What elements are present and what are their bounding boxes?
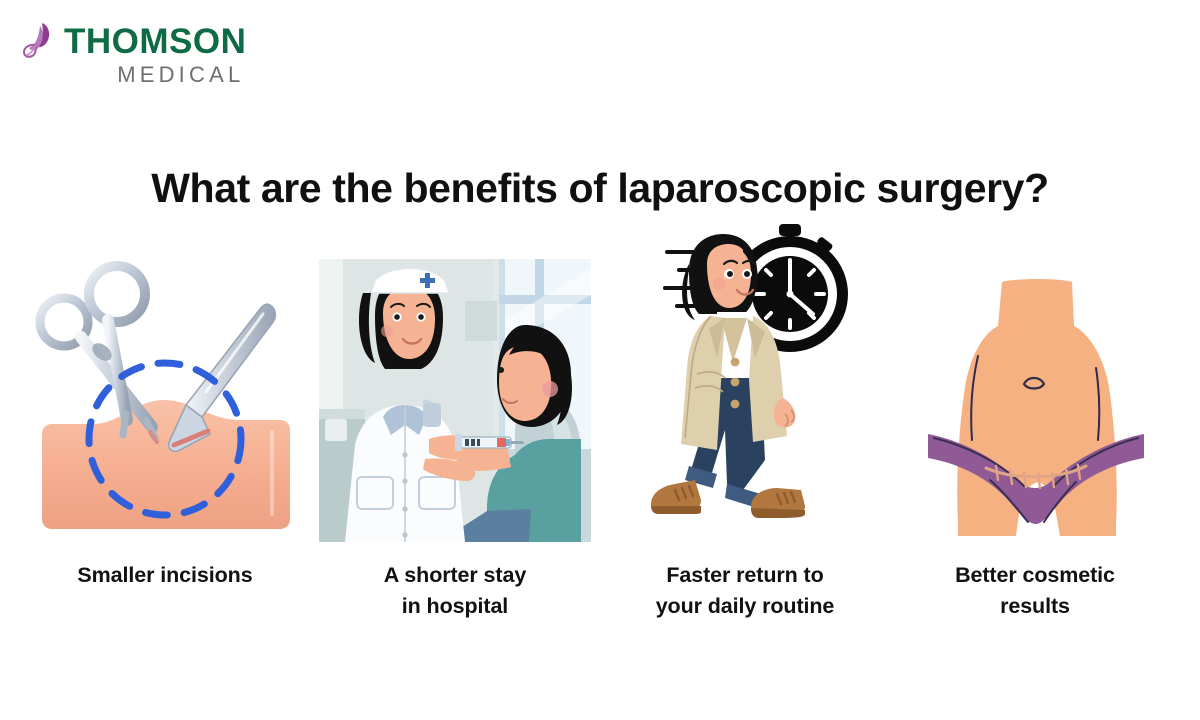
surgical-scar-icon (984, 463, 1088, 490)
butterfly-logo-icon (18, 20, 58, 66)
nurse-figure (345, 267, 484, 542)
walking-person-stopwatch-illustration (604, 222, 886, 542)
incision-highlight-circle (85, 359, 245, 519)
stopwatch-icon (732, 224, 848, 352)
benefit-caption: Better cosmetic results (955, 563, 1115, 618)
surgical-scissors-icon (35, 261, 159, 444)
benefits-row: Smaller incisions (0, 222, 1200, 692)
benefit-card-cosmetic-results: Better cosmetic results (894, 222, 1176, 621)
benefit-card-faster-return: Faster return to your daily routine (604, 222, 886, 621)
benefit-card-shorter-stay: A shorter stay in hospital (314, 222, 596, 621)
medical-cross-icon (420, 273, 435, 288)
brand-name-primary: THOMSON (64, 22, 247, 61)
syringe-icon (455, 434, 524, 451)
brand-wordmark: THOMSON MEDICAL (64, 24, 246, 86)
surgical-tools-incision-illustration (24, 222, 306, 542)
page-title: What are the benefits of laparoscopic su… (151, 165, 1049, 212)
benefit-card-smaller-incisions: Smaller incisions (24, 222, 306, 591)
benefit-caption: Smaller incisions (77, 563, 253, 587)
walking-person-figure (651, 234, 805, 518)
benefit-caption: A shorter stay in hospital (383, 563, 527, 618)
abdomen-scar-illustration (894, 222, 1176, 542)
underwear-shape (928, 434, 1144, 524)
brand-name-secondary: MEDICAL (117, 62, 245, 87)
benefit-caption: Faster return to your daily routine (655, 563, 835, 618)
scalpel-icon (167, 303, 277, 453)
skin-block (42, 400, 290, 529)
nurse-injection-illustration (314, 222, 596, 542)
brand-logo[interactable]: THOMSON MEDICAL (18, 18, 246, 86)
